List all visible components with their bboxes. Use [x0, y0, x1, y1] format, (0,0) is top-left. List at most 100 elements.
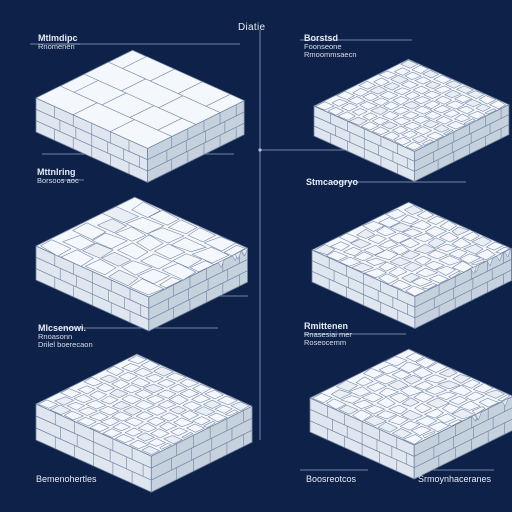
paver-stone: [475, 249, 496, 261]
paver-stone: [376, 225, 397, 236]
paver-stone: [326, 398, 347, 410]
label-panel-2-line-1: Borstsd: [304, 33, 339, 43]
paver-stone: [97, 218, 127, 233]
paver-stone: [194, 406, 216, 416]
paver-stone: [82, 243, 114, 259]
paver-stone: [433, 74, 452, 84]
paver-stone: [89, 412, 109, 421]
paver-stone: [153, 366, 174, 377]
paver-stone: [404, 91, 421, 100]
paver-stone: [342, 247, 363, 257]
paver-stone: [405, 285, 427, 297]
paver-stone: [452, 374, 471, 384]
paver-stone: [134, 389, 154, 399]
paver-stone: [347, 96, 366, 105]
paver-stone: [389, 392, 410, 403]
paver-stone: [78, 406, 98, 416]
paver-stone: [427, 215, 447, 225]
paver-stone: [414, 105, 433, 115]
paver-stone: [189, 260, 215, 273]
paver-stone: [173, 417, 194, 428]
side-course-line: [414, 407, 512, 457]
paver-stone: [461, 379, 481, 389]
paver-stone: [204, 236, 237, 252]
paver-stone: [100, 417, 120, 427]
paver-stone: [83, 376, 103, 387]
paver-stone: [204, 389, 224, 400]
paver-stone: [54, 396, 74, 406]
paver-stone: [134, 399, 155, 410]
side-course-line: [148, 270, 248, 320]
paver-stone: [366, 382, 387, 392]
chipped-edge: [470, 265, 477, 275]
paver-stone: [170, 427, 188, 436]
paver-stone: [381, 121, 398, 130]
paver-stone: [413, 233, 435, 243]
paver-stone: [378, 364, 401, 375]
paver-stone: [136, 432, 155, 442]
paver-stone: [495, 247, 511, 254]
diagram-title: Diatie: [238, 22, 266, 33]
paving-block-1: [35, 49, 245, 183]
label-panel-1-line-2: Rnomenen: [38, 42, 75, 52]
paver-stone: [372, 97, 390, 106]
paver-stone: [124, 417, 144, 427]
paver-stone: [364, 415, 387, 426]
paver-stone: [367, 234, 387, 244]
footer-left: Bemenohertles: [36, 474, 97, 484]
paver-stone: [436, 413, 457, 424]
paver-stone: [400, 214, 420, 225]
paver-stone: [352, 399, 374, 410]
paver-stone: [117, 242, 149, 260]
side-course-line: [147, 122, 245, 172]
paver-stone: [330, 241, 350, 251]
label-panel-4-line-1: Stmcaogryo: [306, 177, 359, 187]
paver-stone: [378, 239, 398, 249]
chipped-edge: [234, 250, 242, 260]
paver-stone: [352, 88, 370, 97]
paver-stone: [140, 360, 160, 371]
paver-stone: [230, 401, 250, 411]
paver-stone: [112, 400, 131, 410]
paver-stone: [463, 244, 484, 255]
label-panel-6: Rmittenen Rnasesiai mer Roseocemm: [304, 321, 352, 347]
paver-stone: [159, 276, 182, 288]
paver-stone: [427, 249, 448, 260]
paver-stone: [331, 98, 349, 107]
paver-stone: [439, 367, 458, 378]
paver-stone: [137, 423, 157, 433]
paver-stone: [181, 432, 194, 439]
paver-stone: [392, 428, 412, 439]
paver-stone: [414, 403, 432, 414]
paver-stone: [111, 411, 133, 422]
paver-stone: [89, 390, 107, 400]
paver-stone: [383, 82, 400, 91]
paver-stone: [146, 406, 167, 416]
paver-stone: [363, 368, 385, 379]
paving-block-6: [309, 348, 512, 480]
paver-stone: [40, 239, 72, 257]
paver-stone: [388, 232, 411, 244]
paver-stone: [159, 421, 177, 431]
paver-stone: [448, 395, 468, 405]
paver-stone: [401, 397, 420, 407]
paver-stone: [403, 122, 422, 130]
paver-stone: [205, 94, 245, 113]
paver-stone: [435, 116, 453, 125]
paver-stone: [127, 355, 147, 364]
paver-stone: [393, 116, 411, 126]
paver-stone: [412, 115, 431, 124]
paver-stone: [123, 406, 143, 416]
paver-stone: [364, 405, 385, 415]
paver-stone: [427, 237, 447, 249]
paver-stone: [413, 244, 437, 254]
paver-stone: [399, 420, 421, 431]
paver-stone: [168, 219, 198, 234]
guide-dot: [258, 148, 262, 152]
paver-stone: [423, 100, 440, 109]
paver-stone: [109, 388, 128, 398]
paver-stone: [208, 412, 228, 423]
paver-stone: [362, 221, 385, 232]
paver-stone: [442, 403, 461, 414]
